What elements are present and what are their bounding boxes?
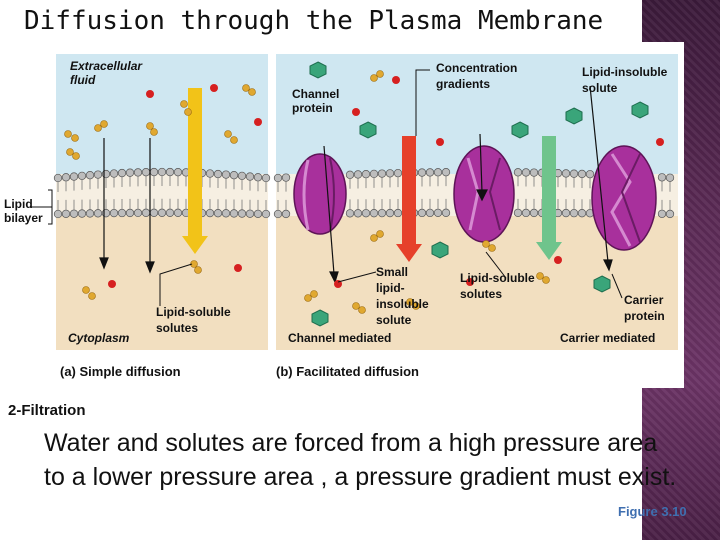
label-lipid-soluble-a-2: solutes bbox=[156, 321, 198, 335]
figure-reference: Figure 3.10 bbox=[618, 504, 687, 519]
page-title: Diffusion through the Plasma Membrane bbox=[24, 6, 604, 36]
label-lipid-2: bilayer bbox=[4, 211, 43, 225]
section-label: 2-Filtration bbox=[8, 402, 86, 419]
label-small-1: Small bbox=[376, 265, 408, 279]
label-extracellular-1: Extracellular bbox=[70, 59, 143, 73]
label-lipid-insoluble-2: solute bbox=[582, 81, 618, 95]
label-lipid-insoluble-1: Lipid-insoluble bbox=[582, 65, 668, 79]
label-channel-protein-1: Channel bbox=[292, 87, 339, 101]
pathway-arrows bbox=[99, 85, 613, 284]
yellow-gradient-arrow bbox=[182, 88, 208, 254]
label-carrier-mediated: Carrier mediated bbox=[560, 331, 655, 345]
panel-a bbox=[53, 54, 271, 350]
panel-a-extracellular-region bbox=[56, 54, 268, 174]
panel-b-caption: (b) Facilitated diffusion bbox=[276, 364, 419, 379]
label-small-2: lipid- bbox=[376, 281, 405, 295]
red-dot-molecules bbox=[108, 76, 664, 288]
label-cytoplasm: Cytoplasm bbox=[68, 331, 130, 345]
membrane-diagram: Extracellular fluid Lipid bilayer Lipid-… bbox=[0, 42, 684, 388]
label-lipid-soluble-a-1: Lipid-soluble bbox=[156, 305, 231, 319]
lipid-soluble-pairs bbox=[64, 70, 550, 314]
label-carrier-protein-1: Carrier bbox=[624, 293, 664, 307]
diagram-labels: Extracellular fluid Lipid bilayer Lipid-… bbox=[4, 59, 668, 379]
hexagon-molecules bbox=[309, 61, 649, 327]
panel-a-bilayer bbox=[53, 167, 271, 219]
label-small-4: solute bbox=[376, 313, 412, 327]
carrier-protein-shape bbox=[591, 145, 657, 251]
panel-a-cytoplasm-region bbox=[56, 216, 268, 350]
leader-lines bbox=[30, 69, 623, 306]
label-carrier-protein-2: protein bbox=[624, 309, 665, 323]
label-small-3: insoluble bbox=[376, 297, 429, 311]
label-lipid-soluble-b-2: solutes bbox=[460, 287, 502, 301]
body-text: Water and solutes are forced from a high… bbox=[44, 429, 677, 491]
label-lipid-soluble-b-1: Lipid-soluble bbox=[460, 271, 535, 285]
label-channel-mediated: Channel mediated bbox=[288, 331, 391, 345]
label-concentration-1: Concentration bbox=[436, 61, 517, 75]
diagram-svg: Extracellular fluid Lipid bilayer Lipid-… bbox=[4, 54, 678, 379]
label-extracellular-2: fluid bbox=[70, 73, 96, 87]
panel-b-bilayer bbox=[273, 168, 675, 219]
channel-protein-shape bbox=[293, 153, 347, 235]
green-gradient-arrow bbox=[536, 136, 562, 260]
label-concentration-2: gradients bbox=[436, 77, 490, 91]
panel-a-caption: (a) Simple diffusion bbox=[60, 364, 181, 379]
red-gradient-arrow bbox=[396, 136, 422, 262]
label-lipid-1: Lipid bbox=[4, 197, 33, 211]
label-channel-protein-2: protein bbox=[292, 101, 333, 115]
